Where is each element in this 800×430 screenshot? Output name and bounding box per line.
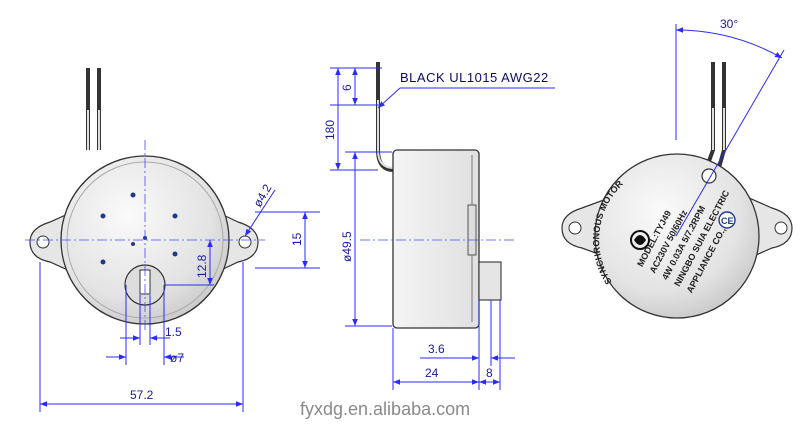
brand-logo xyxy=(630,230,650,250)
dim-shaft-dia: ø7 xyxy=(170,351,184,365)
side-wire-sleeve xyxy=(377,100,395,169)
brand-logo-mark xyxy=(634,235,646,245)
side-flange xyxy=(467,204,477,256)
ce-badge xyxy=(718,211,736,229)
dim-lead-strip: 6 xyxy=(340,84,354,91)
rear-view: SYNCHRONOUS MOTOR MODEL:TYJ49 AC230V 50/… xyxy=(561,17,793,319)
dim-hole-leader xyxy=(244,189,276,237)
rear-hole-left xyxy=(568,221,582,235)
dim-shaft-offset: 12.8 xyxy=(195,254,209,278)
rear-body xyxy=(594,153,760,319)
mount-hole-left xyxy=(36,235,50,249)
dim-flange-length: 57.2 xyxy=(130,388,154,402)
front-screws xyxy=(100,192,178,265)
side-shaft xyxy=(478,261,502,301)
side-view: BLACK UL1015 AWG22 6 180 ø49.5 3.6 24 8 xyxy=(323,62,555,390)
rear-wire-1 xyxy=(702,62,715,176)
side-body xyxy=(392,149,480,329)
ce-mark: CE xyxy=(721,216,734,226)
dim-shaft-protrusion: 3.6 xyxy=(428,342,445,356)
dim-flat-width: 1.5 xyxy=(165,325,182,339)
rear-hole-right xyxy=(774,221,788,235)
side-wire xyxy=(376,62,395,172)
wire-spec-label: BLACK UL1015 AWG22 xyxy=(400,70,549,85)
dim-body-depth: 24 xyxy=(425,366,439,380)
front-wires xyxy=(86,68,101,150)
dim-angle-ext-r xyxy=(675,49,785,237)
front-view: ø4.2 15 12.8 1.5 ø7 57.2 xyxy=(25,68,320,412)
dim-body-dia: ø49.5 xyxy=(340,231,354,262)
watermark: fyxdg.en.alibaba.com xyxy=(300,399,470,419)
mount-hole-right xyxy=(238,235,252,249)
dim-lead-length: 180 xyxy=(323,120,337,140)
dim-angle-arc xyxy=(675,27,783,59)
dim-shaft-length: 8 xyxy=(486,366,493,380)
dim-wire-angle: 30° xyxy=(720,17,738,31)
dim-hole-spacing: 15 xyxy=(290,232,304,246)
